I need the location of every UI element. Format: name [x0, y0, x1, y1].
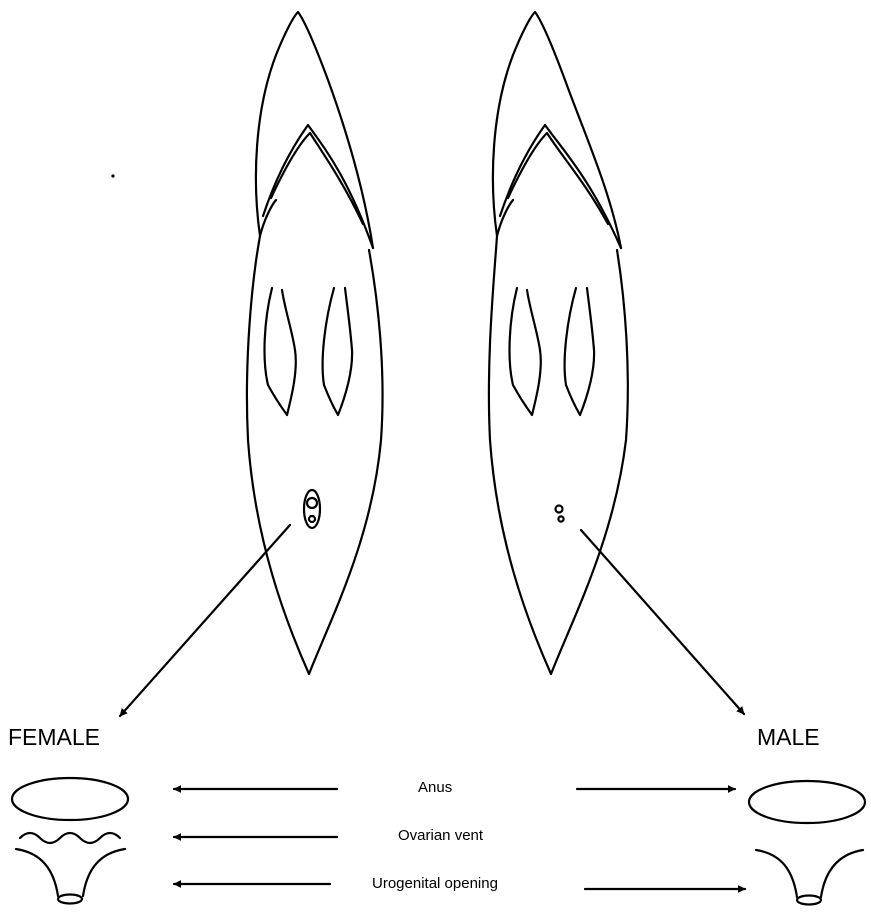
- male-anus-ellipse: [749, 781, 865, 823]
- anus-label: Anus: [418, 780, 452, 795]
- female-anus-ellipse: [12, 778, 128, 820]
- female-urogenital-ellipse: [58, 895, 82, 904]
- female-ovarian-vent-wave: [20, 833, 120, 843]
- female-vent-top-circle: [307, 498, 317, 508]
- male-vent-detail: [749, 781, 865, 905]
- male-label: MALE: [757, 726, 820, 749]
- male-pointer-arrow: [581, 530, 744, 714]
- female-urogenital-funnel: [16, 849, 125, 896]
- stray-dot: [111, 174, 114, 177]
- male-fish-head-outline: [500, 125, 621, 248]
- female-label: FEMALE: [8, 726, 100, 749]
- female-fish-fin-right: [323, 288, 352, 415]
- female-fish: [247, 12, 383, 674]
- male-urogenital-ellipse: [797, 896, 821, 905]
- male-urogenital-circle: [558, 516, 563, 521]
- male-fish-body: [489, 200, 628, 674]
- male-fish-fin-left: [510, 288, 541, 415]
- urogenital-opening-label: Urogenital opening: [372, 876, 498, 891]
- female-fish-body: [247, 200, 383, 674]
- male-anus-circle: [556, 506, 563, 513]
- female-fish-tail: [256, 12, 373, 248]
- ovarian-vent-label: Ovarian vent: [398, 828, 483, 843]
- male-fish-fin-right: [565, 288, 594, 415]
- male-urogenital-funnel: [756, 850, 863, 897]
- female-pointer-arrow: [120, 525, 290, 716]
- female-vent-bottom-circle: [309, 516, 315, 522]
- female-vent-detail: [12, 778, 128, 904]
- male-fish: [489, 12, 628, 674]
- female-fish-fin-left: [265, 288, 296, 415]
- male-fish-head-inner-line: [508, 133, 608, 224]
